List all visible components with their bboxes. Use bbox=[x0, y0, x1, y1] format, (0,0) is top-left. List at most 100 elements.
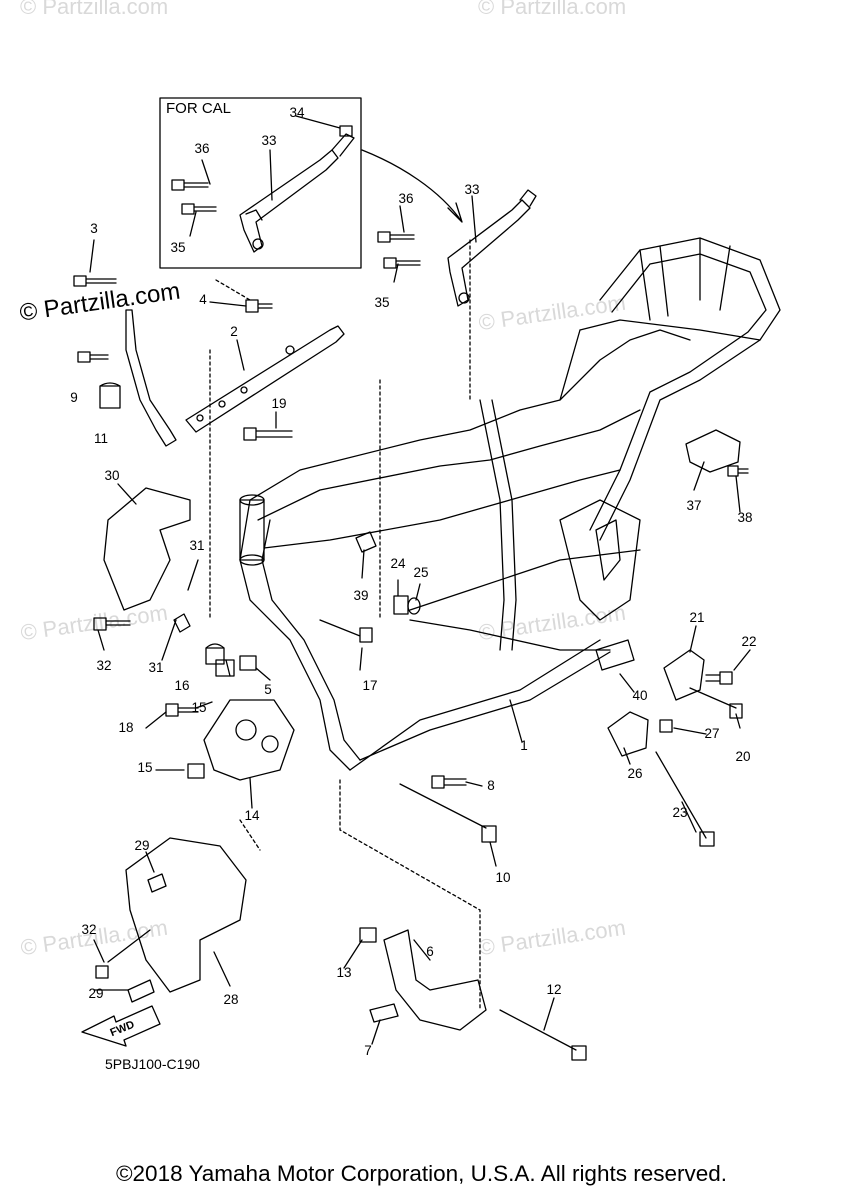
part-11-spacer bbox=[99, 382, 121, 409]
callout-4: 4 bbox=[199, 292, 207, 307]
part-30-cover bbox=[103, 487, 191, 611]
part-13-washer bbox=[359, 927, 377, 943]
callout-8: 8 bbox=[487, 778, 495, 793]
part-14-mount bbox=[203, 699, 295, 781]
callout-36b: 36 bbox=[398, 191, 413, 206]
callout-38: 38 bbox=[737, 510, 752, 525]
copyright-notice: ©2018 Yamaha Motor Corporation, U.S.A. A… bbox=[115, 1161, 728, 1186]
part-32-bolt-lower bbox=[95, 929, 151, 979]
part-3-bar bbox=[73, 275, 177, 447]
main-bolts-35-36 bbox=[377, 231, 421, 269]
callout-35a: 35 bbox=[170, 240, 185, 255]
watermark-top-left: © Partzilla.com bbox=[20, 0, 169, 19]
callout-30: 30 bbox=[104, 468, 119, 483]
guide-lines bbox=[209, 239, 481, 1011]
part-31-tag bbox=[173, 613, 191, 633]
main-frame bbox=[239, 237, 781, 771]
callout-35b: 35 bbox=[374, 295, 389, 310]
callout-31b: 31 bbox=[148, 660, 163, 675]
part-16-cap bbox=[205, 643, 225, 665]
part-10-bolt bbox=[399, 783, 497, 843]
part-37-bracket bbox=[685, 429, 741, 473]
callout-21: 21 bbox=[689, 610, 704, 625]
inset-label: FOR CAL bbox=[166, 100, 231, 117]
callout-18: 18 bbox=[118, 720, 133, 735]
part-39-tag bbox=[355, 531, 377, 553]
part-19-bolt bbox=[243, 427, 293, 441]
callout-32a: 32 bbox=[96, 658, 111, 673]
part-29-tag-lower bbox=[127, 979, 155, 1003]
leader-lines bbox=[89, 115, 751, 1045]
callout-15a: 15 bbox=[191, 700, 206, 715]
part-32-bolt-upper bbox=[93, 617, 131, 631]
fwd-arrow bbox=[81, 1005, 161, 1047]
callout-12: 12 bbox=[546, 982, 561, 997]
callout-17: 17 bbox=[362, 678, 377, 693]
part-26-bracket bbox=[607, 711, 649, 757]
callout-2: 2 bbox=[230, 324, 238, 339]
callout-7: 7 bbox=[364, 1043, 372, 1058]
part-6-stand bbox=[383, 929, 487, 1031]
callout-13: 13 bbox=[336, 965, 351, 980]
callout-39: 39 bbox=[353, 588, 368, 603]
part-23-bolt bbox=[655, 751, 715, 847]
callout-16: 16 bbox=[174, 678, 189, 693]
part-12-bolt bbox=[499, 1009, 587, 1061]
callout-11: 11 bbox=[94, 431, 108, 446]
main-bracket-33 bbox=[447, 189, 537, 307]
part-38-bolt bbox=[727, 465, 749, 477]
callout-20: 20 bbox=[735, 749, 750, 764]
callout-22: 22 bbox=[741, 634, 756, 649]
callout-24: 24 bbox=[390, 556, 406, 571]
part-20-bolt bbox=[689, 687, 743, 719]
inset-bracket-33 bbox=[239, 125, 355, 253]
part-21-bracket bbox=[663, 649, 705, 701]
part-7-pin bbox=[369, 1003, 399, 1023]
callout-33a: 33 bbox=[261, 133, 276, 148]
callout-28: 28 bbox=[223, 992, 238, 1007]
callout-14: 14 bbox=[244, 808, 260, 823]
callout-10: 10 bbox=[495, 870, 510, 885]
callout-5: 5 bbox=[264, 682, 272, 697]
for-cal-inset-box bbox=[159, 97, 362, 269]
callout-34: 34 bbox=[289, 105, 305, 120]
callout-32b: 32 bbox=[81, 922, 96, 937]
callout-40: 40 bbox=[632, 688, 647, 703]
callout-9: 9 bbox=[70, 390, 78, 405]
callout-19: 19 bbox=[271, 396, 286, 411]
part-4-bolt bbox=[245, 299, 273, 313]
part-15-nut-lower bbox=[187, 763, 205, 779]
callout-29a: 29 bbox=[134, 838, 149, 853]
diagram-code: 5PBJ100-C190 bbox=[105, 1056, 200, 1072]
inset-bolts bbox=[171, 179, 217, 215]
part-40-tag bbox=[595, 639, 635, 671]
part-15-nut-upper bbox=[215, 659, 235, 677]
callout-37: 37 bbox=[686, 498, 701, 513]
part-17-bolt bbox=[319, 619, 373, 643]
callout-15b: 15 bbox=[137, 760, 152, 775]
callout-33b: 33 bbox=[464, 182, 479, 197]
callout-27: 27 bbox=[704, 726, 719, 741]
callout-3: 3 bbox=[90, 221, 98, 236]
part-9-bolt bbox=[77, 351, 109, 363]
part-2-arm bbox=[185, 325, 345, 433]
part-5-nut bbox=[239, 655, 257, 671]
part-28-cover bbox=[125, 837, 247, 993]
callout-29b: 29 bbox=[88, 986, 103, 1001]
callout-numbers: 1 2 3 4 5 6 7 8 9 10 11 12 13 14 15 15 1… bbox=[70, 105, 756, 1058]
part-22-bolt bbox=[705, 671, 733, 685]
inset-arrow bbox=[361, 149, 463, 223]
callout-1: 1 bbox=[520, 738, 528, 753]
callout-31a: 31 bbox=[189, 538, 204, 553]
callout-26: 26 bbox=[627, 766, 642, 781]
part-27-bolt bbox=[659, 719, 673, 733]
part-24-spacer bbox=[393, 595, 409, 615]
part-29-tag-upper bbox=[147, 873, 167, 893]
callout-23: 23 bbox=[672, 805, 687, 820]
callout-36a: 36 bbox=[194, 141, 209, 156]
callout-6: 6 bbox=[426, 944, 434, 959]
part-8-bolt bbox=[431, 775, 467, 789]
callout-25: 25 bbox=[413, 565, 428, 580]
part-25-washer bbox=[407, 597, 421, 615]
